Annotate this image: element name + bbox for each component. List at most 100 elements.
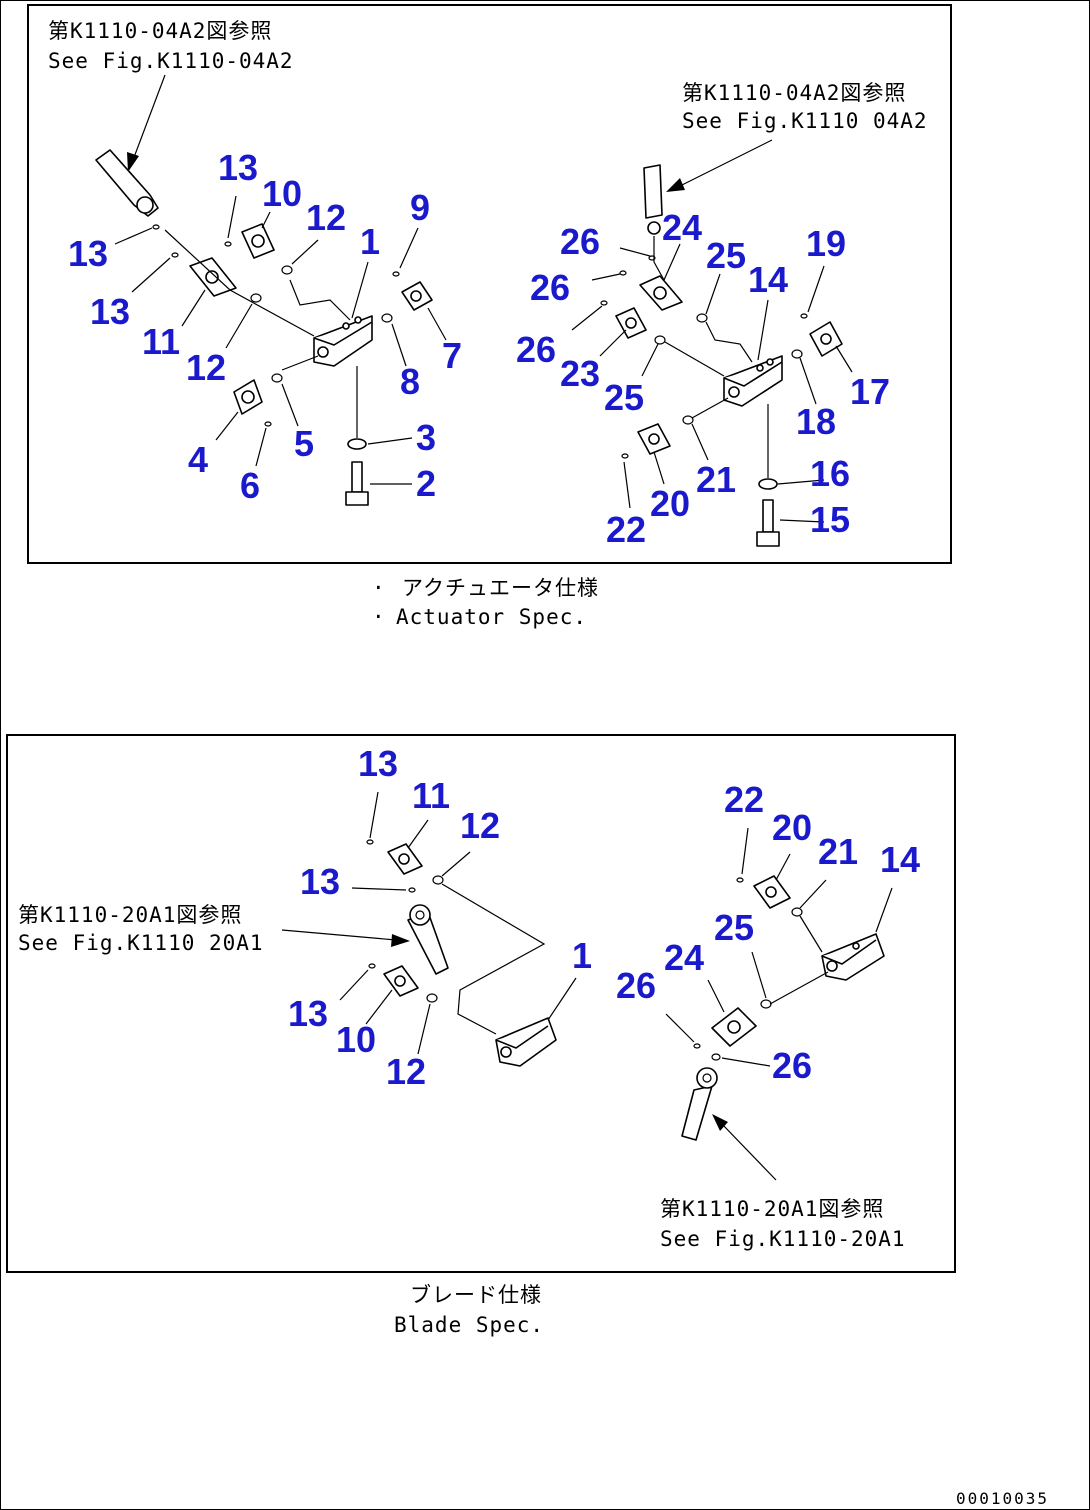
- fitting-11: [387, 843, 423, 875]
- block-14: [723, 355, 783, 407]
- label-13: 13: [288, 993, 328, 1034]
- assembly-line-right-c: [664, 341, 725, 377]
- label-13: 13: [68, 233, 108, 274]
- leaders-bottom: [339, 791, 893, 1067]
- label-3: 3: [416, 417, 436, 458]
- hose-end-left: [407, 904, 449, 975]
- label-11: 11: [142, 321, 180, 362]
- assembly-line-left-c: [281, 355, 319, 371]
- blade-caption-jp: ブレード仕様: [410, 1283, 542, 1307]
- label-25: 25: [714, 907, 754, 948]
- ref-left-jp: 第K1110-20A1図参照: [18, 903, 242, 927]
- o-ring-5: [271, 373, 283, 383]
- washer-3: [347, 438, 367, 450]
- label-1: 1: [360, 221, 380, 262]
- hose-end-left: [95, 149, 159, 217]
- o-ring-6: [264, 421, 272, 427]
- o-ring-13a: [366, 839, 374, 845]
- label-5: 5: [294, 423, 314, 464]
- fitting-24: [639, 275, 683, 311]
- label-1: 1: [572, 935, 592, 976]
- ref-right-en: See Fig.K1110 04A2: [682, 109, 928, 133]
- label-16: 16: [810, 453, 850, 494]
- fitting-7: [401, 281, 433, 311]
- label-26: 26: [616, 965, 656, 1006]
- label-10: 10: [262, 173, 302, 214]
- ref-right-en: See Fig.K1110-20A1: [660, 1227, 906, 1251]
- o-ring-25: [760, 999, 772, 1009]
- o-ring-25a: [696, 313, 708, 323]
- label-9: 9: [410, 187, 430, 228]
- bolt-15: [756, 499, 780, 547]
- label-20: 20: [772, 807, 812, 848]
- o-ring-26b: [711, 1053, 721, 1061]
- figure-code: 00010035: [956, 1489, 1049, 1508]
- label-22: 22: [606, 509, 646, 550]
- o-ring-21: [791, 907, 803, 917]
- assembly-line-right-a: [653, 236, 665, 281]
- actuator-spec-frame: [27, 4, 952, 564]
- o-ring-26c: [600, 300, 608, 306]
- assembly-line-blade-b: [799, 915, 823, 953]
- label-26: 26: [560, 221, 600, 262]
- assembly-line-left-a: [164, 229, 315, 337]
- label-21: 21: [818, 831, 858, 872]
- label-18: 18: [796, 401, 836, 442]
- ref-right-jp: 第K1110-04A2図参照: [682, 81, 906, 105]
- label-21: 21: [696, 459, 736, 500]
- label-12: 12: [460, 805, 500, 846]
- o-ring-25b: [654, 335, 666, 345]
- o-ring-13c: [224, 241, 232, 247]
- label-15: 15: [810, 499, 850, 540]
- label-23: 23: [560, 353, 600, 394]
- o-ring-12b: [426, 993, 438, 1003]
- leaders-top: [114, 195, 853, 523]
- label-22: 22: [724, 779, 764, 820]
- o-ring-12a: [281, 265, 293, 275]
- fitting-4: [233, 379, 263, 415]
- caption-note-mark: ·: [372, 576, 386, 600]
- o-ring-13a: [152, 224, 160, 230]
- o-ring-12a: [432, 875, 444, 885]
- label-7: 7: [442, 335, 462, 376]
- ref-arrow-left: [281, 929, 410, 947]
- actuator-spec-panel: 第K1110-04A2図参照 See Fig.K1110-04A2 第K1110…: [27, 4, 952, 564]
- label-4: 4: [188, 439, 208, 480]
- blade-spec-panel: 第K1110-20A1図参照 See Fig.K1110 20A1 第K1110…: [6, 734, 956, 1273]
- actuator-caption-jp: アクチュエータ仕様: [402, 576, 599, 600]
- o-ring-13c: [368, 963, 376, 969]
- ref-arrow-right: [712, 1114, 777, 1181]
- o-ring-26a: [648, 255, 656, 261]
- block-1: [495, 1017, 557, 1067]
- label-13: 13: [90, 291, 130, 332]
- hose-end-right: [643, 164, 663, 235]
- o-ring-18: [791, 349, 803, 359]
- label-25: 25: [706, 235, 746, 276]
- ref-left-en: See Fig.K1110 20A1: [18, 931, 264, 955]
- fitting-24: [711, 1007, 757, 1047]
- label-12: 12: [306, 197, 346, 238]
- o-ring-22: [621, 453, 629, 459]
- ref-left-jp: 第K1110-04A2図参照: [48, 19, 272, 43]
- label-8: 8: [400, 361, 420, 402]
- assembly-line-right-b: [705, 321, 753, 363]
- label-24: 24: [664, 937, 704, 978]
- assembly-line-blade-a: [441, 883, 546, 1035]
- fitting-17: [809, 321, 843, 357]
- block-14: [821, 933, 885, 981]
- assembly-line-right-d: [691, 397, 729, 419]
- fitting-10: [383, 965, 419, 997]
- o-ring-21: [682, 415, 694, 425]
- label-13: 13: [218, 147, 258, 188]
- o-ring-13b: [171, 252, 179, 258]
- caption-note-mark-2: ·: [372, 605, 386, 629]
- ref-arrow-left: [127, 74, 166, 172]
- bolt-2: [345, 461, 369, 506]
- o-ring-26b: [619, 270, 627, 276]
- o-ring-13b: [408, 887, 416, 893]
- hose-end-right: [681, 1067, 718, 1141]
- label-2: 2: [416, 463, 436, 504]
- label-24: 24: [662, 207, 702, 248]
- fitting-20: [637, 423, 671, 455]
- label-13: 13: [300, 861, 340, 902]
